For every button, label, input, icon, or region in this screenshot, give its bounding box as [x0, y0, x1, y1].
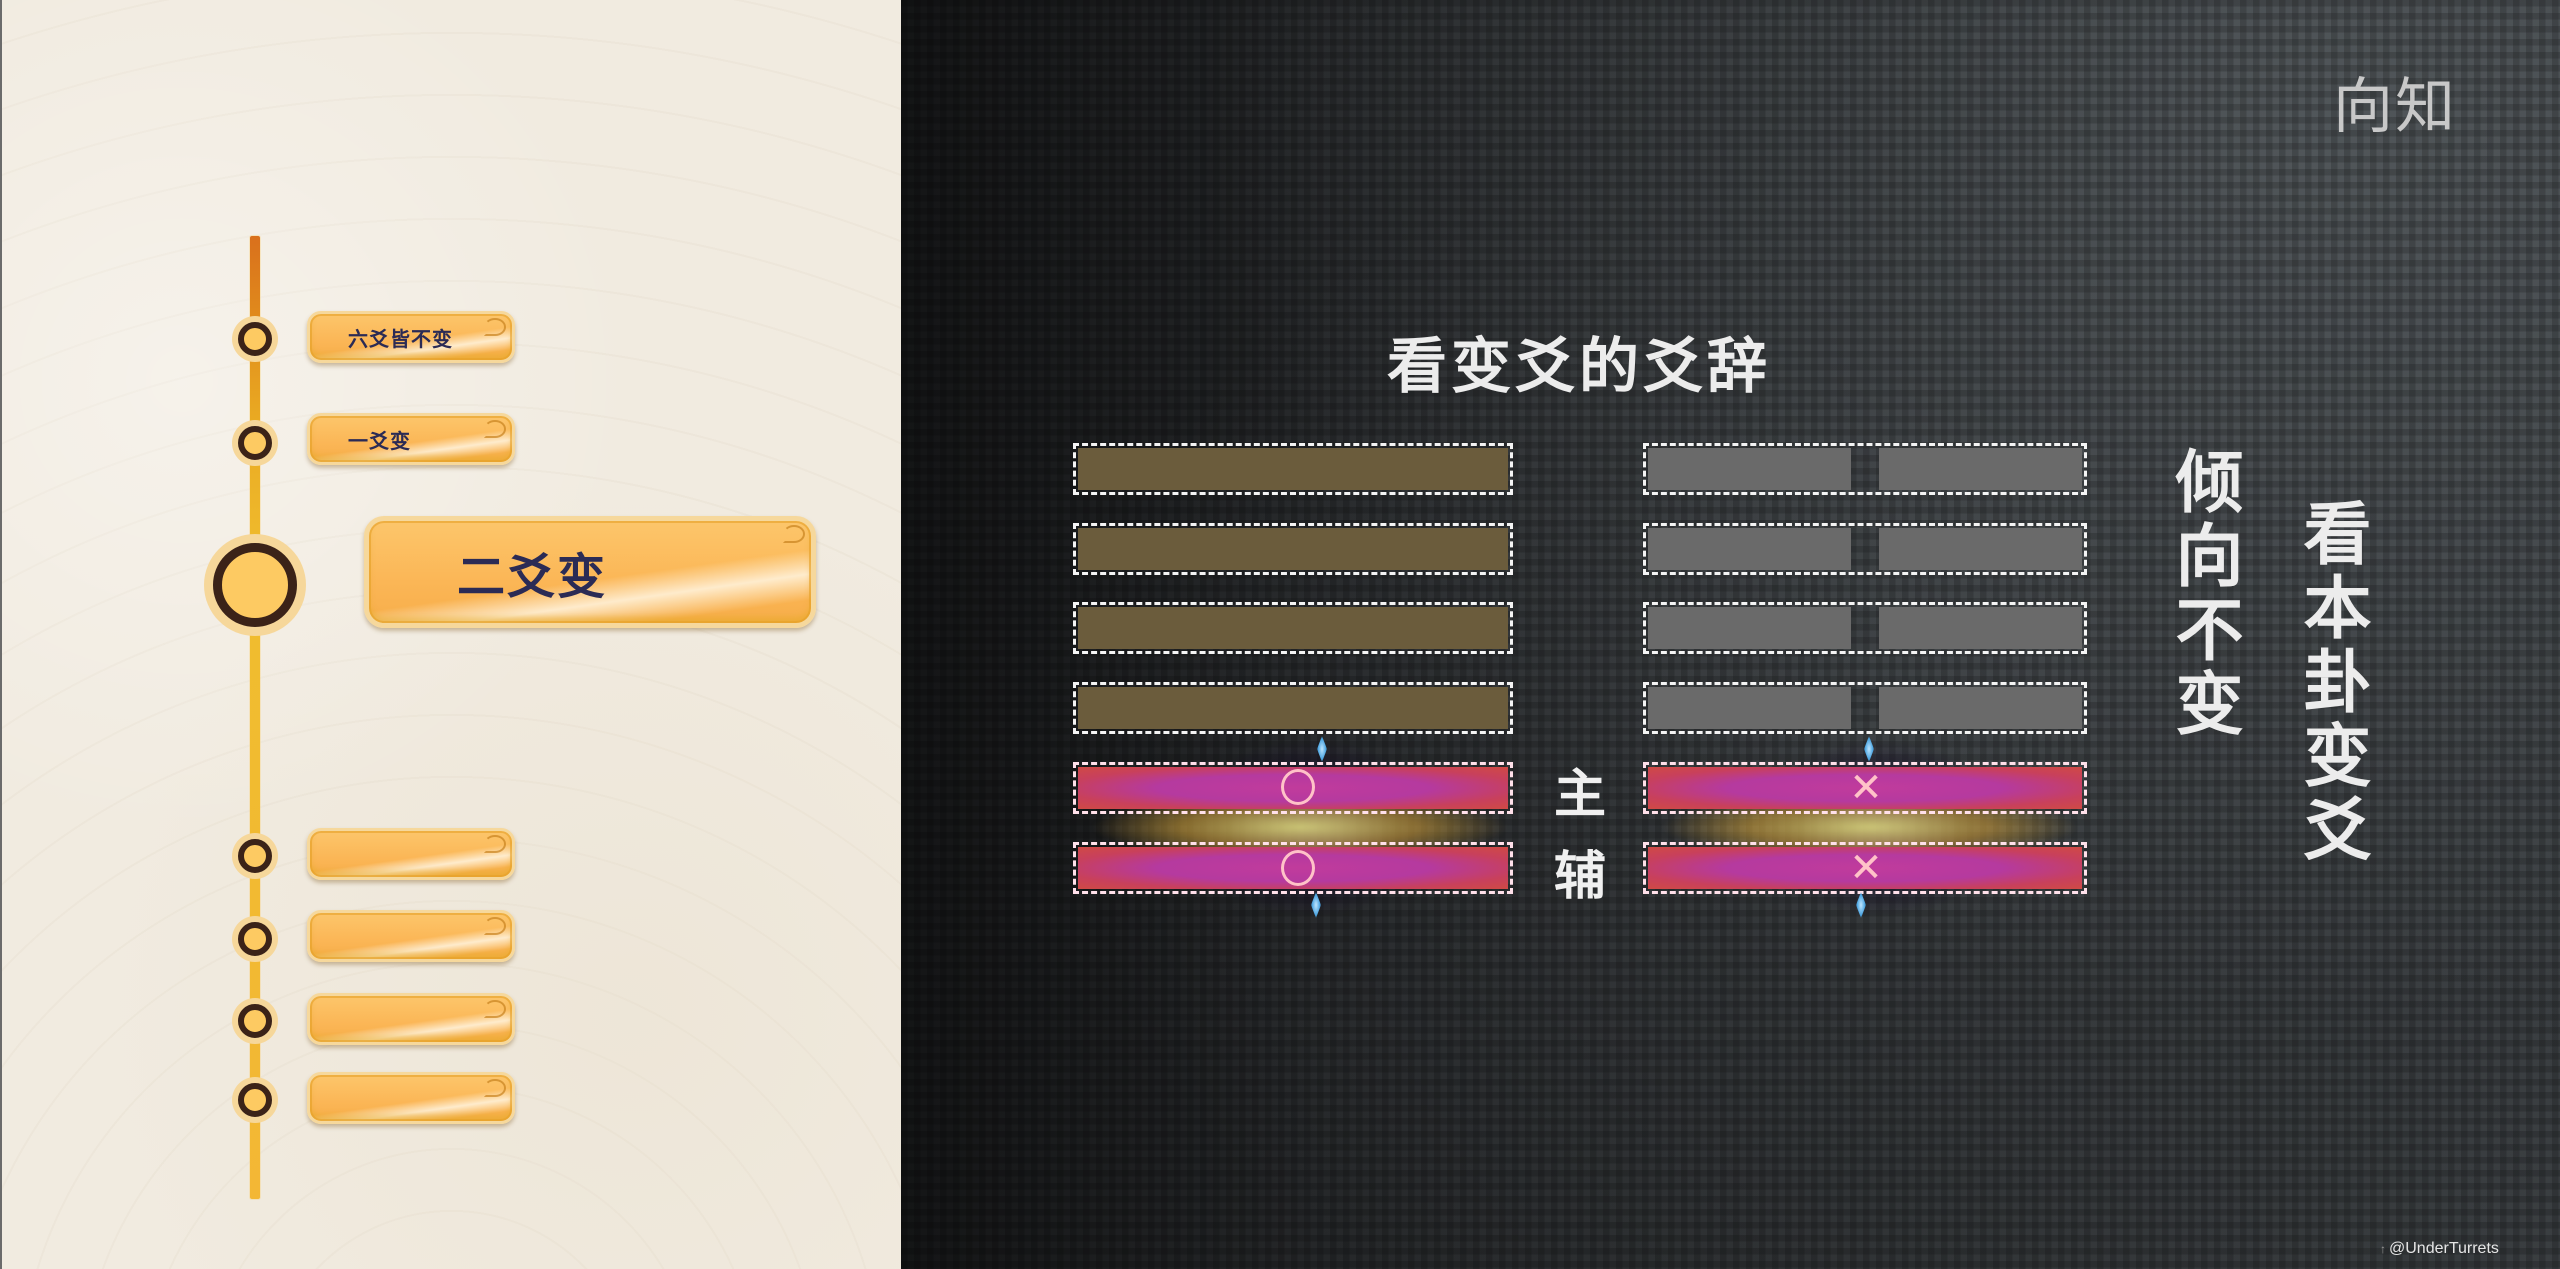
watermark-text: @UnderTurrets [2389, 1240, 2499, 1257]
timeline-item-label: 二爻变 [457, 549, 608, 605]
timeline-item-one-changing[interactable]: 一爻变 [307, 413, 515, 465]
hexagram-right-line-2 [1643, 523, 2087, 575]
secondary-label: 辅 [1553, 847, 1606, 907]
hexagram-right-line-6-changing [1643, 842, 2087, 894]
timeline-node[interactable] [238, 1004, 272, 1038]
circle-icon [1281, 850, 1315, 886]
hexagram-right-line-5-changing [1643, 762, 2087, 814]
watermark: ↑@UnderTurrets [2380, 1240, 2499, 1258]
note-tend-unchanged: 倾向不变 [2163, 446, 2242, 742]
timeline-node-active[interactable] [213, 543, 297, 627]
primary-label: 主 [1553, 765, 1606, 825]
hexagram-right-line-1 [1643, 443, 2087, 495]
sparkle-icon [1311, 892, 1321, 918]
timeline-node[interactable] [238, 322, 272, 356]
timeline-item-empty[interactable] [307, 828, 515, 880]
timeline-panel: 六爻皆不变 一爻变 二爻变 [0, 0, 901, 1269]
hexagram-left-line-3 [1073, 602, 1513, 654]
sparkle-icon [1856, 892, 1866, 918]
hexagram-right-line-4 [1643, 682, 2087, 734]
timeline-item-two-changing[interactable]: 二爻变 [364, 516, 816, 628]
circle-icon [1281, 769, 1315, 805]
x-icon: ✕ [1849, 765, 1883, 811]
timeline-item-empty[interactable] [307, 910, 515, 962]
timeline-node[interactable] [238, 922, 272, 956]
timeline-line [250, 236, 260, 1199]
hexagram-right-line-3 [1643, 602, 2087, 654]
hexagram-left-line-4 [1073, 682, 1513, 734]
timeline-item-label: 六爻皆不变 [348, 326, 453, 351]
hexagram-left-line-2 [1073, 523, 1513, 575]
play-icon: ↑ [2380, 1242, 2386, 1256]
timeline-item-empty[interactable] [307, 1072, 515, 1124]
sparkle-icon [1864, 736, 1874, 762]
x-icon: ✕ [1849, 845, 1883, 891]
timeline-node[interactable] [238, 1083, 272, 1117]
timeline-node[interactable] [238, 426, 272, 460]
brand-logo: 向知 [2333, 72, 2457, 142]
sparkle-icon [1317, 736, 1327, 762]
timeline-item-empty[interactable] [307, 993, 515, 1045]
hexagram-left-line-1 [1073, 443, 1513, 495]
timeline-item-label: 一爻变 [348, 428, 411, 453]
diagram-heading: 看变爻的爻辞 [1387, 332, 1771, 402]
note-see-changing-lines: 看本卦变爻 [2291, 498, 2370, 868]
timeline-node[interactable] [238, 839, 272, 873]
timeline-item-six-unchanged[interactable]: 六爻皆不变 [307, 311, 515, 363]
